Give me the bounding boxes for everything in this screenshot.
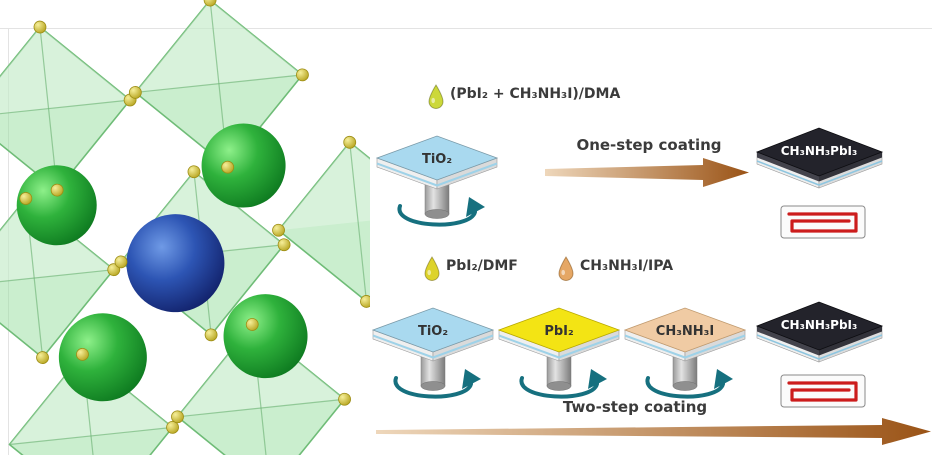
- product-slab-onestep: CH₃NH₃PbI₃: [752, 118, 887, 198]
- vertex-atoms: [19, 0, 373, 434]
- one-step-arrow: [545, 158, 750, 192]
- green-ball: [16, 165, 97, 246]
- spin-coater-twostep-pbi2: PbI₂: [494, 290, 624, 412]
- product-slab-twostep: CH₃NH₃PbI₃: [752, 292, 887, 372]
- green-ball: [58, 313, 147, 402]
- two-step-precursor1-label: PbI₂/DMF: [446, 258, 518, 274]
- substrate-label-mai: CH₃NH₃I: [656, 324, 714, 339]
- spin-coater-twostep-mai: CH₃NH₃I: [620, 290, 750, 412]
- perovskite-crystal-illustration: [0, 0, 439, 455]
- heater-icon-onestep: [780, 205, 866, 243]
- substrate-label-pbi2: PbI₂: [544, 324, 573, 339]
- heater-icon-twostep: [780, 374, 866, 412]
- two-step-precursor2-label: CH₃NH₃I/IPA: [580, 258, 674, 274]
- two-step-coating-label: Two-step coating: [562, 398, 708, 416]
- green-ball: [223, 294, 308, 379]
- droplet-icon-dmf: [422, 256, 442, 286]
- product-label-onestep: CH₃NH₃PbI₃: [781, 144, 858, 158]
- spin-coater-onestep-tio2: TiO₂: [372, 118, 502, 240]
- blue-ball: [126, 214, 225, 313]
- substrate-label-tio2-2: TiO₂: [418, 324, 448, 339]
- two-step-arrow: [376, 418, 932, 450]
- one-step-coating-label: One-step coating: [576, 136, 722, 154]
- droplet-icon-ipa: [556, 256, 576, 286]
- green-ball: [201, 123, 286, 208]
- spin-coater-twostep-tio2: TiO₂: [368, 290, 498, 412]
- one-step-precursor-label: (PbI₂ + CH₃NH₃I)/DMA: [450, 86, 621, 102]
- top-border-line: [0, 28, 932, 29]
- droplet-icon-dma: [426, 84, 446, 114]
- substrate-label-tio2: TiO₂: [422, 152, 452, 167]
- product-label-twostep: CH₃NH₃PbI₃: [781, 318, 858, 332]
